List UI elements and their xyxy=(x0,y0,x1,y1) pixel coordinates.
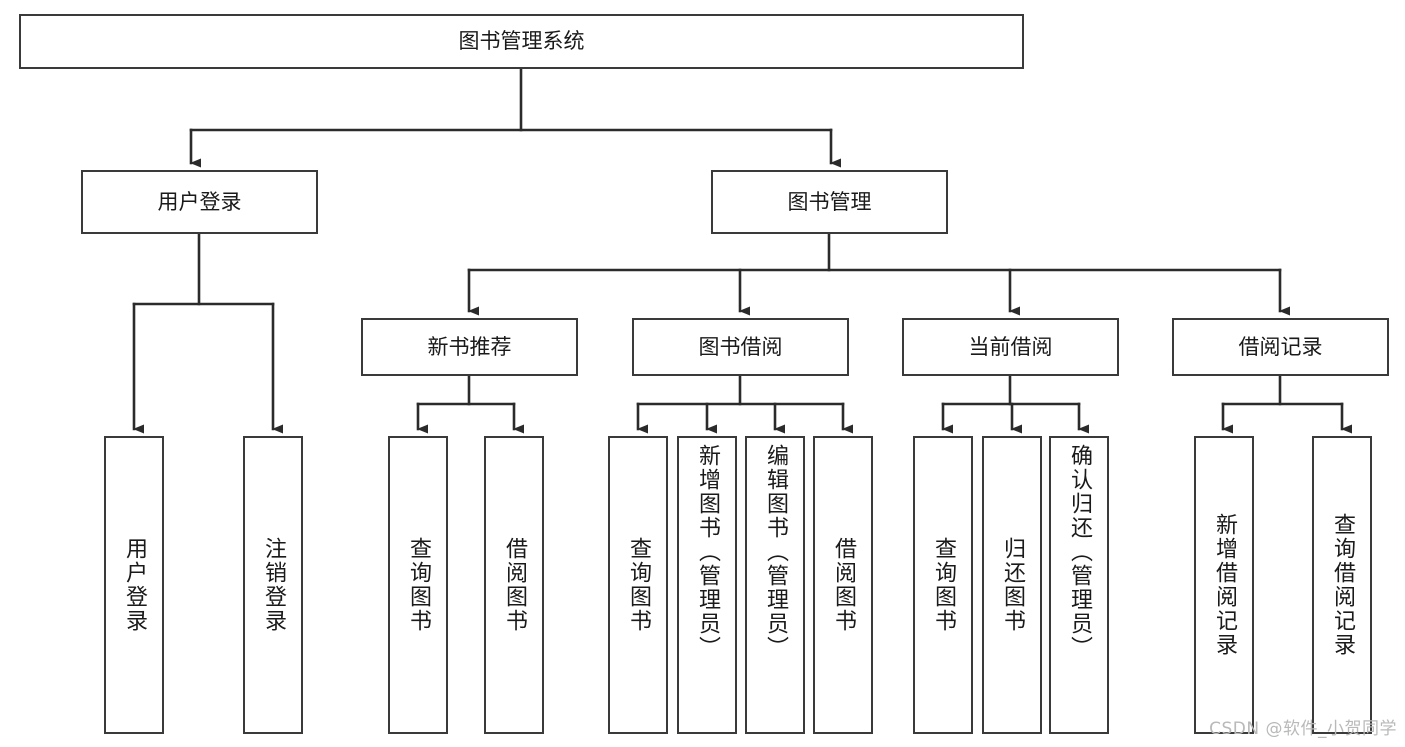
leaf-borrow-add-book-admin[interactable]: 新增图书（管理员） xyxy=(677,436,737,734)
node-label: 用户登录 xyxy=(157,189,242,214)
node-label: 查询借阅记录 xyxy=(1330,513,1355,657)
leaf-new-book-query[interactable]: 查询图书 xyxy=(388,436,448,734)
node-book-management[interactable]: 图书管理 xyxy=(711,170,948,234)
leaf-current-confirm-return-admin[interactable]: 确认归还（管理员） xyxy=(1049,436,1109,734)
leaf-new-book-borrow[interactable]: 借阅图书 xyxy=(484,436,544,734)
node-label: 查询图书 xyxy=(626,537,651,633)
leaf-borrow-edit-book-admin[interactable]: 编辑图书（管理员） xyxy=(745,436,805,734)
node-borrow-record[interactable]: 借阅记录 xyxy=(1172,318,1389,376)
node-user-login[interactable]: 用户登录 xyxy=(81,170,318,234)
node-label: 用户登录 xyxy=(122,537,147,633)
leaf-current-return-book[interactable]: 归还图书 xyxy=(982,436,1042,734)
node-label: 新书推荐 xyxy=(427,334,512,359)
node-label: 查询图书 xyxy=(931,537,956,633)
leaf-user-login-logout[interactable]: 注销登录 xyxy=(243,436,303,734)
leaf-current-query-book[interactable]: 查询图书 xyxy=(913,436,973,734)
leaf-borrow-query-book[interactable]: 查询图书 xyxy=(608,436,668,734)
node-label: 注销登录 xyxy=(261,537,286,633)
node-root-system[interactable]: 图书管理系统 xyxy=(19,14,1024,69)
node-new-book-recommend[interactable]: 新书推荐 xyxy=(361,318,578,376)
node-label: 新增图书（管理员） xyxy=(695,444,720,660)
node-label: 图书管理 xyxy=(787,189,872,214)
node-label: 借阅记录 xyxy=(1238,334,1323,359)
node-label: 借阅图书 xyxy=(831,537,856,633)
node-book-borrow[interactable]: 图书借阅 xyxy=(632,318,849,376)
node-label: 确认归还（管理员） xyxy=(1067,444,1092,660)
node-label: 借阅图书 xyxy=(502,537,527,633)
node-current-borrow[interactable]: 当前借阅 xyxy=(902,318,1119,376)
node-label: 查询图书 xyxy=(406,537,431,633)
leaf-user-login-login[interactable]: 用户登录 xyxy=(104,436,164,734)
leaf-record-add-record[interactable]: 新增借阅记录 xyxy=(1194,436,1254,734)
node-label: 归还图书 xyxy=(1000,537,1025,633)
node-label: 新增借阅记录 xyxy=(1212,513,1237,657)
leaf-borrow-borrow-book[interactable]: 借阅图书 xyxy=(813,436,873,734)
node-label: 当前借阅 xyxy=(968,334,1053,359)
node-label: 图书借阅 xyxy=(698,334,783,359)
leaf-record-query-record[interactable]: 查询借阅记录 xyxy=(1312,436,1372,734)
node-label: 编辑图书（管理员） xyxy=(763,444,788,660)
node-label: 图书管理系统 xyxy=(458,29,585,54)
